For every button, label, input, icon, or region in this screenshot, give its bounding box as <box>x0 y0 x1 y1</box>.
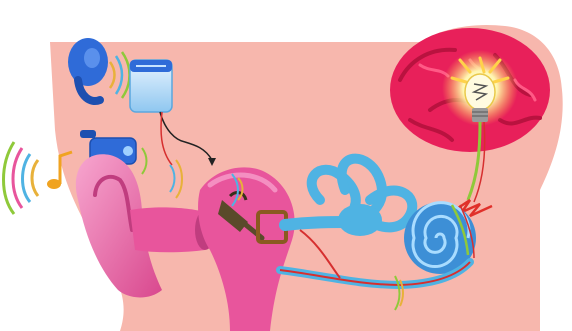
light-bulb-icon <box>442 50 518 126</box>
sound-wave-icon <box>4 142 39 214</box>
sound-processor-icon <box>130 60 172 112</box>
